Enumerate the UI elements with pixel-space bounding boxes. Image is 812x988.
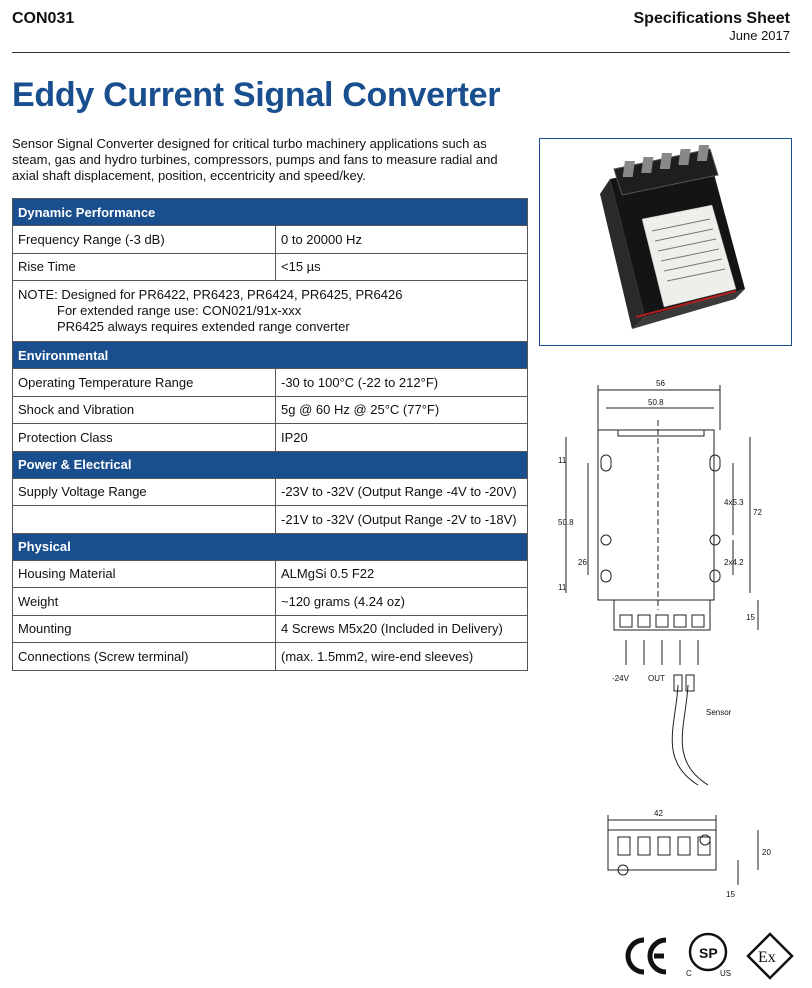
header-divider (12, 52, 790, 53)
certification-marks: SP C US Ex (620, 932, 798, 987)
table-row: -21V to -32V (Output Range -2V to -18V) (12, 505, 528, 534)
table-row: Connections (Screw terminal) (max. 1.5mm… (12, 642, 528, 671)
note-line: For extended range use: CON021/91x-xxx (57, 303, 302, 318)
section-physical: Physical (12, 532, 528, 561)
dimension-drawing: 56 50.8 11 50.8 26 11 72 4x5.3 2x4.2 15 … (548, 375, 788, 910)
spec-table: Dynamic Performance Frequency Range (-3 … (12, 198, 528, 671)
spec-label: Operating Temperature Range (12, 368, 276, 397)
dim-width-50-8: 50.8 (648, 398, 664, 407)
table-row: Rise Time <15 µs (12, 252, 528, 281)
dim-height-11-bottom: 11 (558, 583, 567, 592)
spec-value: -21V to -32V (Output Range -2V to -18V) (275, 505, 528, 534)
spec-value: <15 µs (275, 252, 528, 281)
spec-label: Shock and Vibration (12, 395, 276, 424)
certification-marks-svg: SP C US Ex (625, 932, 794, 980)
dim-height-15: 15 (746, 613, 755, 622)
spec-label (12, 505, 276, 534)
table-row: Operating Temperature Range -30 to 100°C… (12, 368, 528, 397)
dim-height-50-8: 50.8 (558, 518, 574, 527)
spec-label: Mounting (12, 614, 276, 643)
document-type: Specifications Sheet (633, 10, 791, 27)
intro-text: Sensor Signal Converter designed for cri… (12, 136, 498, 183)
spec-value: 0 to 20000 Hz (275, 225, 528, 254)
spec-label: Protection Class (12, 423, 276, 452)
spec-value: 5g @ 60 Hz @ 25°C (77°F) (275, 395, 528, 424)
dim-width-42: 42 (654, 809, 663, 818)
csa-c-label: C (686, 969, 692, 978)
dim-height-11-top: 11 (558, 456, 567, 465)
dimension-drawing-svg: 56 50.8 11 50.8 26 11 72 4x5.3 2x4.2 15 … (558, 379, 771, 899)
note-row: NOTE: Designed for PR6422, PR6423, PR642… (12, 280, 528, 342)
page-title: Eddy Current Signal Converter (12, 76, 501, 114)
product-photo (539, 138, 792, 346)
note-line: NOTE: Designed for PR6422, PR6423, PR642… (18, 287, 403, 302)
header-right: Specifications Sheet June 2017 (634, 10, 791, 43)
document-date: June 2017 (729, 28, 790, 43)
svg-text:Ex: Ex (758, 949, 776, 966)
section-environmental: Environmental (12, 341, 528, 369)
spec-value: (max. 1.5mm2, wire-end sleeves) (275, 642, 528, 671)
table-row: Shock and Vibration 5g @ 60 Hz @ 25°C (7… (12, 395, 528, 424)
table-row: Supply Voltage Range -23V to -32V (Outpu… (12, 477, 528, 506)
sensor-cable-label: Sensor (706, 708, 732, 717)
csa-mark-icon: SP C US (686, 932, 731, 978)
converter-photo-illustration (600, 145, 745, 329)
spec-value: ALMgSi 0.5 F22 (275, 559, 528, 588)
dim-slots-2x4-2: 2x4.2 (724, 558, 744, 567)
spec-label: Connections (Screw terminal) (12, 642, 276, 671)
dim-height-72: 72 (753, 508, 762, 517)
spec-label: Housing Material (12, 559, 276, 588)
spec-value: ~120 grams (4.24 oz) (275, 587, 528, 616)
terminal-minus-24v-label: -24V (612, 674, 630, 683)
spec-value: -23V to -32V (Output Range -4V to -20V) (275, 477, 528, 506)
terminal-out-label: OUT (648, 674, 665, 683)
spec-label: Frequency Range (-3 dB) (12, 225, 276, 254)
table-row: Mounting 4 Screws M5x20 (Included in Del… (12, 614, 528, 643)
spec-label: Supply Voltage Range (12, 477, 276, 506)
table-row: Housing Material ALMgSi 0.5 F22 (12, 559, 528, 588)
csa-us-label: US (720, 969, 731, 978)
spec-note: NOTE: Designed for PR6422, PR6423, PR642… (12, 280, 528, 342)
spec-label: Weight (12, 587, 276, 616)
dim-height-20: 20 (762, 848, 771, 857)
table-row: Weight ~120 grams (4.24 oz) (12, 587, 528, 616)
dim-slots-4x5-3: 4x5.3 (724, 498, 744, 507)
dim-width-56: 56 (656, 379, 665, 388)
table-row: Protection Class IP20 (12, 423, 528, 452)
dim-height-26: 26 (578, 558, 587, 567)
svg-text:SP: SP (699, 945, 718, 961)
note-line: PR6425 always requires extended range co… (57, 319, 350, 334)
spec-value: -30 to 100°C (-22 to 212°F) (275, 368, 528, 397)
ex-mark-icon: Ex (746, 932, 794, 980)
section-dynamic-performance: Dynamic Performance (12, 198, 528, 226)
document-code: CON031 (12, 10, 75, 27)
dim-height-15-bottom: 15 (726, 890, 735, 899)
section-power-electrical: Power & Electrical (12, 450, 528, 479)
table-row: Frequency Range (-3 dB) 0 to 20000 Hz (12, 225, 528, 254)
spec-label: Rise Time (12, 252, 276, 281)
spec-value: IP20 (275, 423, 528, 452)
spec-value: 4 Screws M5x20 (Included in Delivery) (275, 614, 528, 643)
ce-mark-icon (625, 937, 667, 975)
